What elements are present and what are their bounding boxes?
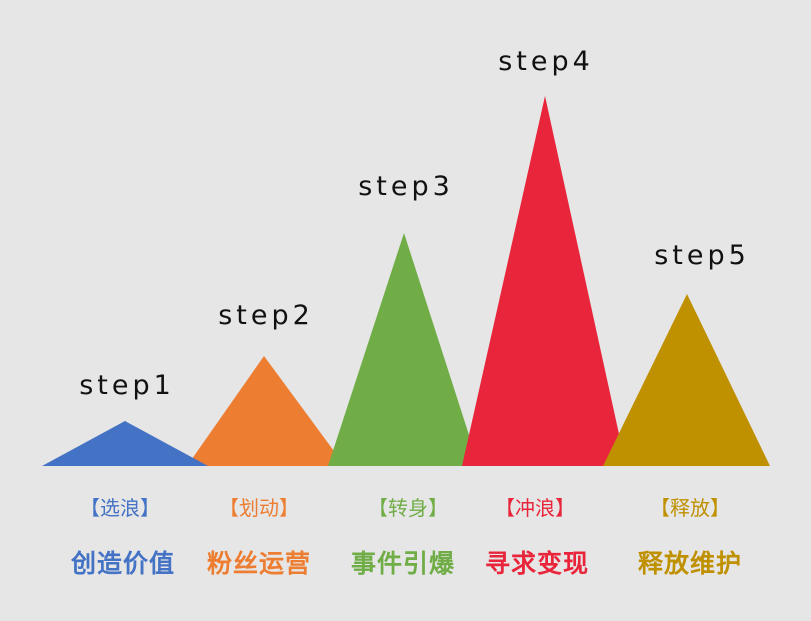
triangle-step5 — [603, 294, 770, 466]
step1-title: 创造价值 — [70, 549, 176, 578]
step1-label: step1 — [79, 370, 175, 401]
step5-tag: 【释放】 — [650, 496, 730, 520]
step5-label: step5 — [654, 240, 750, 271]
triangle-step3 — [328, 233, 479, 466]
step3-label: step3 — [358, 171, 454, 202]
triangle-step2 — [187, 356, 345, 466]
step4-label: step4 — [498, 46, 594, 77]
step3-tag: 【转身】 — [368, 496, 448, 520]
triangle-step4 — [462, 96, 626, 466]
step5-title: 释放维护 — [637, 549, 743, 578]
step3-title: 事件引爆 — [350, 549, 456, 578]
step4-tag: 【冲浪】 — [495, 496, 575, 520]
step4-title: 寻求变现 — [484, 549, 590, 578]
step1-tag: 【选浪】 — [80, 496, 160, 520]
triangle-step1 — [42, 421, 208, 466]
step2-title: 粉丝运营 — [206, 549, 312, 578]
step2-label: step2 — [218, 300, 314, 331]
step2-tag: 【划动】 — [219, 496, 299, 520]
